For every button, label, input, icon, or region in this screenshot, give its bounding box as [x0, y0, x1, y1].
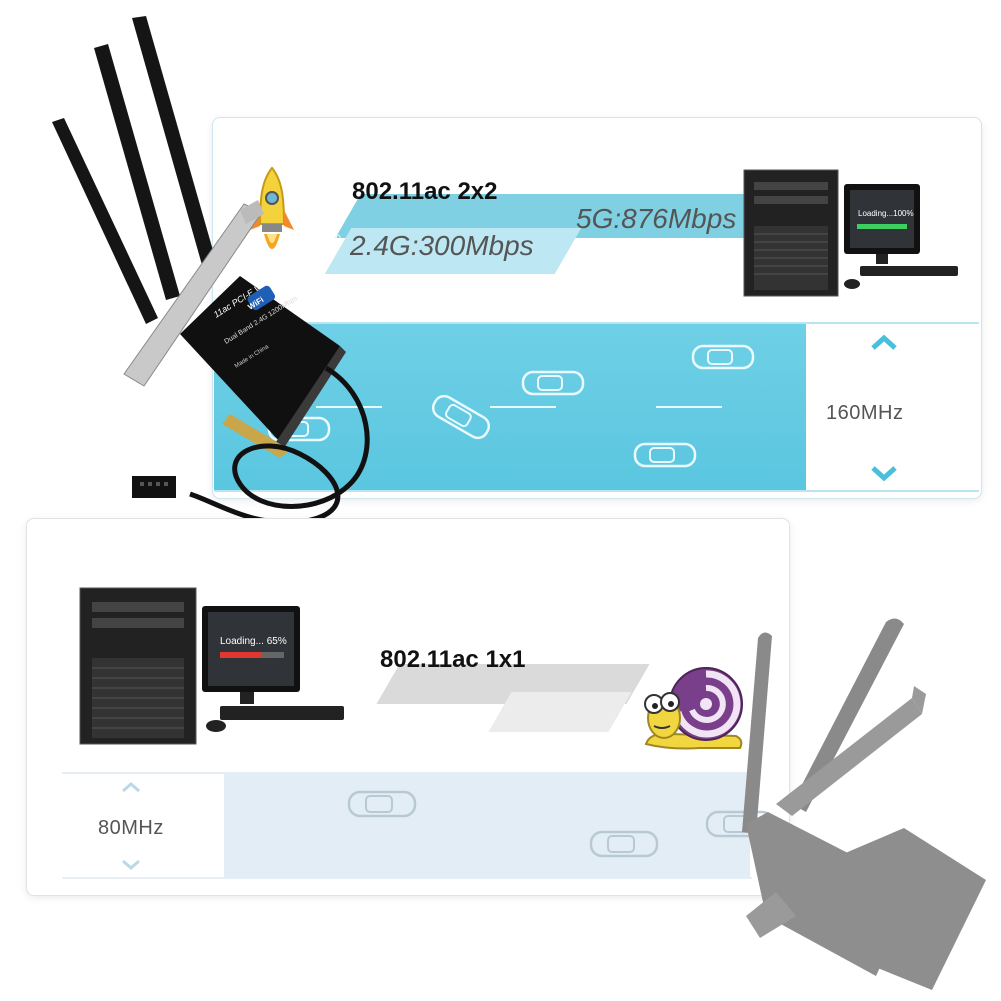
- desktop-computer-icon: Loading...100%: [740, 166, 962, 300]
- speed-24g-label: 2.4G:300Mbps: [350, 230, 534, 261]
- wifi-card-silhouette-image: [736, 616, 996, 996]
- bandwidth-80mhz-label: 80MHz: [98, 817, 164, 839]
- bandwidth-160mhz-label: 160MHz: [826, 402, 904, 424]
- car-icon: [346, 788, 418, 820]
- antenna-icon: [52, 16, 218, 324]
- lane-dash: [656, 406, 722, 408]
- bottom-lane-edge: [62, 877, 752, 879]
- car-icon: [690, 342, 756, 372]
- lane-dash: [490, 406, 556, 408]
- bottom-panel-title: 802.11ac 1x1: [380, 646, 526, 673]
- chevron-up-icon: [870, 334, 898, 352]
- speed-band-1x1-lower: [488, 692, 632, 732]
- chevron-up-icon: [120, 780, 142, 794]
- monitor-loading-text: Loading...100%: [858, 209, 914, 218]
- bottom-lane-edge: [62, 772, 752, 774]
- top-lane-edge: [214, 490, 979, 492]
- snail-icon: [640, 660, 750, 756]
- car-icon: [425, 388, 497, 447]
- antenna-icon: [742, 618, 904, 834]
- desktop-computer-icon: Loading... 65%: [76, 586, 348, 748]
- bottom-speed-lane: [224, 774, 750, 878]
- wifi-card-with-antennas-image: 11ac PCI-E Wlan Card+Bluetooth 4.0 Dual …: [40, 14, 380, 534]
- top-panel-title: 802.11ac 2x2: [352, 178, 498, 205]
- speed-5g-label: 5G:876Mbps: [576, 203, 737, 234]
- car-icon: [588, 828, 660, 860]
- lane-dash: [316, 406, 382, 408]
- top-lane-edge: [214, 322, 979, 324]
- chevron-down-icon: [870, 464, 898, 482]
- monitor-loading-text: Loading... 65%: [220, 636, 287, 647]
- car-icon: [632, 440, 698, 470]
- car-icon: [520, 368, 586, 398]
- chevron-down-icon: [120, 858, 142, 872]
- rocket-icon: [246, 164, 298, 276]
